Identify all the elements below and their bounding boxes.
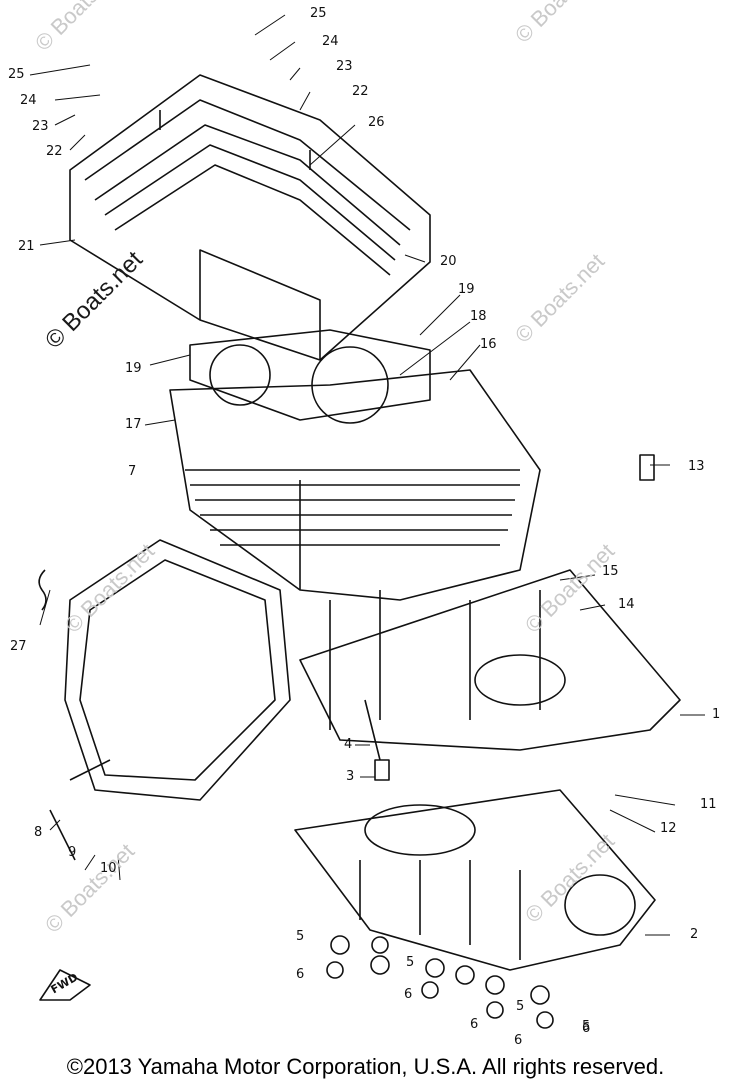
callout-label: 26 [368,115,385,130]
callout-label: 3 [346,769,355,784]
callout-label: 6 [514,1033,523,1048]
copyright-footer: ©2013 Yamaha Motor Corporation, U.S.A. A… [66,1054,665,1079]
callout-label: 23 [32,119,49,134]
callout-label: 19 [458,282,475,297]
callout-label: 14 [618,597,635,612]
callout-label: 6 [582,1021,591,1036]
callout-label: 11 [700,797,717,812]
callout-label: 1 [712,707,721,722]
callout-label: 18 [470,309,487,324]
lower-crankcase [294,789,656,971]
callout-label: 2 [690,927,699,942]
leader-lines [29,14,705,936]
callout-label: 15 [602,564,619,579]
callout-label: 5 [582,1019,591,1034]
callout-label: 25 [310,6,327,21]
exploded-parts-diagram [29,14,705,1029]
callout-label: 7 [128,464,137,479]
callout-label: 17 [125,417,142,432]
head-gasket [189,329,431,424]
callout-label: 24 [20,93,37,108]
callout-label: 20 [440,254,457,269]
callout-label: 8 [34,825,43,840]
callout-label: 9 [68,845,77,860]
upper-crankcase [299,569,681,751]
callout-label: 22 [46,144,63,159]
callout-label: 4 [344,737,353,752]
callout-label: 25 [8,67,25,82]
callout-label: 12 [660,821,677,836]
fasteners [38,454,655,1029]
callout-label: 13 [688,459,705,474]
callout-label: 24 [322,34,339,49]
callout-label: 6 [404,987,413,1002]
callout-label: 23 [336,59,353,74]
side-cover [64,539,291,801]
callout-label: 5 [296,929,305,944]
callout-label: 5 [406,955,415,970]
cylinder-block [169,369,541,601]
cylinder-head [69,74,431,361]
callout-label: 5 [516,999,525,1014]
callout-label: 10 [100,861,117,876]
callout-label: 27 [10,639,27,654]
callout-label: 16 [480,337,497,352]
fwd-arrow [39,969,91,1001]
callout-label: 21 [18,239,35,254]
callout-label: 6 [470,1017,479,1032]
callout-label: 19 [125,361,142,376]
callout-label: 6 [296,967,305,982]
callout-label: 22 [352,84,369,99]
